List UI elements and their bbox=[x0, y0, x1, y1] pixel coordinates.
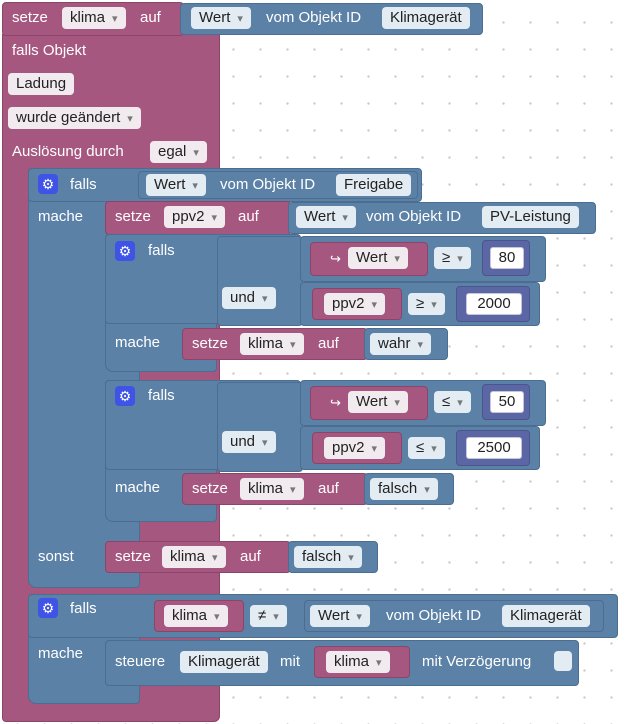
auf-label: auf bbox=[140, 9, 161, 26]
number-field[interactable]: 50 bbox=[490, 391, 524, 413]
bool-dropdown[interactable]: falsch bbox=[370, 478, 438, 500]
trigger-object-field[interactable]: Ladung bbox=[8, 73, 75, 95]
return-arrow-icon: ↪ bbox=[330, 251, 341, 266]
object-id-field[interactable]: Freigabe bbox=[336, 174, 412, 196]
operator-dropdown[interactable]: ≤ bbox=[434, 391, 471, 413]
falls-objekt-label: falls Objekt bbox=[12, 42, 87, 59]
ausloesung-label: Auslösung durch bbox=[12, 143, 124, 160]
vom-objekt-label: vom Objekt ID bbox=[386, 607, 482, 624]
falls-label: falls bbox=[148, 242, 175, 259]
operator-dropdown[interactable]: ≥ bbox=[434, 247, 471, 269]
vom-objekt-label: vom Objekt ID bbox=[366, 208, 462, 225]
and-block-b[interactable] bbox=[217, 382, 303, 472]
auf-label: auf bbox=[318, 335, 339, 352]
var-dropdown-klima[interactable]: klima bbox=[164, 605, 228, 627]
var-dropdown-klima[interactable]: klima bbox=[62, 7, 126, 29]
gear-icon[interactable]: ⚙ bbox=[115, 241, 135, 261]
mache-label: mache bbox=[38, 208, 84, 225]
bool-dropdown[interactable]: falsch bbox=[294, 546, 362, 568]
wert-dropdown[interactable]: Wert bbox=[191, 7, 251, 29]
operator-dropdown[interactable]: ≤ bbox=[408, 437, 445, 459]
wert-dropdown[interactable]: Wert bbox=[348, 391, 408, 413]
return-arrow-icon: ↪ bbox=[330, 395, 341, 410]
auf-label: auf bbox=[318, 480, 339, 497]
falls-label: falls bbox=[70, 600, 97, 617]
sonst-label: sonst bbox=[38, 548, 74, 565]
wert-dropdown[interactable]: Wert bbox=[146, 174, 206, 196]
wert-dropdown[interactable]: Wert bbox=[310, 605, 370, 627]
setze-label: setze bbox=[12, 9, 48, 26]
setze-label: setze bbox=[192, 335, 228, 352]
mache-label: mache bbox=[115, 334, 161, 351]
gear-icon[interactable]: ⚙ bbox=[38, 174, 58, 194]
number-field[interactable]: 2500 bbox=[466, 437, 522, 459]
object-id-field[interactable]: PV-Leistung bbox=[482, 206, 579, 228]
operator-dropdown[interactable]: ≥ bbox=[408, 293, 445, 315]
setze-label: setze bbox=[192, 480, 228, 497]
event-dropdown[interactable]: wurde geändert bbox=[8, 107, 141, 129]
object-id-field[interactable]: Klimagerät bbox=[382, 7, 470, 29]
gear-icon[interactable]: ⚙ bbox=[115, 386, 135, 406]
var-dropdown-klima[interactable]: klima bbox=[240, 333, 304, 355]
var-dropdown-klima[interactable]: klima bbox=[162, 546, 226, 568]
and-dropdown[interactable]: und bbox=[222, 287, 276, 309]
wert-dropdown[interactable]: Wert bbox=[296, 206, 356, 228]
var-dropdown-klima[interactable]: klima bbox=[326, 651, 390, 673]
steuere-label: steuere bbox=[115, 653, 166, 670]
falls-label: falls bbox=[70, 176, 97, 193]
gear-icon[interactable]: ⚙ bbox=[38, 598, 58, 618]
bool-dropdown[interactable]: wahr bbox=[370, 333, 432, 355]
setze-label: setze bbox=[115, 208, 151, 225]
object-id-field[interactable]: Klimagerät bbox=[502, 605, 590, 627]
var-dropdown-klima[interactable]: klima bbox=[240, 478, 304, 500]
number-field[interactable]: 80 bbox=[490, 247, 524, 269]
vom-objekt-label: vom Objekt ID bbox=[220, 176, 316, 193]
auf-label: auf bbox=[240, 548, 261, 565]
and-dropdown[interactable]: und bbox=[222, 431, 276, 453]
mache-label: mache bbox=[38, 645, 84, 662]
var-dropdown-ppv2[interactable]: ppv2 bbox=[164, 206, 226, 228]
setze-label: setze bbox=[115, 548, 151, 565]
control-object-field[interactable]: Klimagerät bbox=[180, 651, 268, 673]
var-dropdown-ppv2[interactable]: ppv2 bbox=[324, 293, 386, 315]
mit-label: mit bbox=[280, 653, 300, 670]
delay-label: mit Verzögerung bbox=[422, 653, 532, 670]
mache-label: mache bbox=[115, 479, 161, 496]
var-dropdown-ppv2[interactable]: ppv2 bbox=[324, 437, 386, 459]
auf-label: auf bbox=[238, 208, 259, 225]
falls-label: falls bbox=[148, 387, 175, 404]
delay-checkbox[interactable] bbox=[554, 651, 572, 671]
operator-dropdown[interactable]: ≠ bbox=[250, 605, 287, 627]
wert-dropdown[interactable]: Wert bbox=[348, 247, 408, 269]
vom-objekt-label: vom Objekt ID bbox=[266, 9, 362, 26]
and-block-a[interactable] bbox=[217, 236, 303, 326]
ausloesung-dropdown[interactable]: egal bbox=[150, 141, 207, 163]
number-field[interactable]: 2000 bbox=[466, 293, 522, 315]
